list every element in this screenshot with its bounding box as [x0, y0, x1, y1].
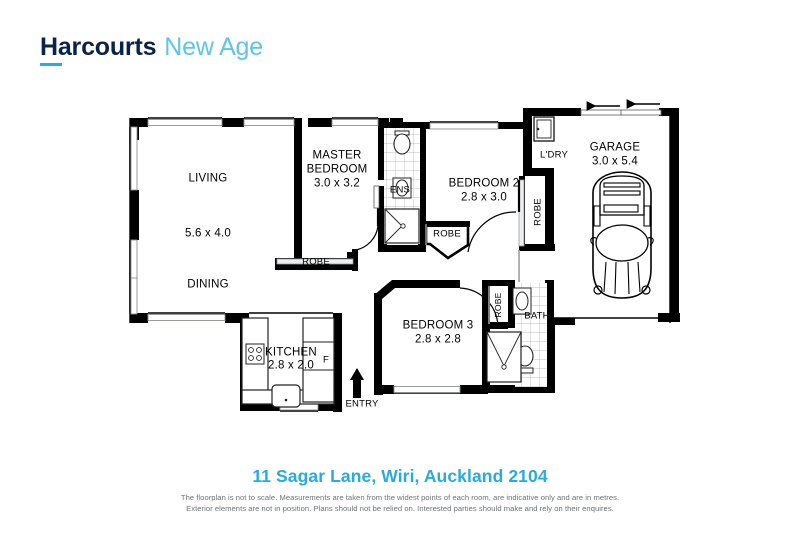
label-living-dimensions: 5.6 x 4.0 [185, 227, 231, 240]
kitchen-sink [271, 384, 301, 408]
laundry-tub [533, 116, 555, 142]
bathroom-fixtures [486, 283, 547, 387]
brand-logo: Harcourts New Age [40, 33, 263, 66]
label-bedroom-2: BEDROOM 2 [448, 177, 520, 190]
label-bedroom-3-dimensions: 2.8 x 2.8 [415, 333, 461, 346]
bath-basin [512, 287, 532, 315]
entry-arrow [350, 368, 364, 398]
ensuite-toilet [393, 130, 411, 155]
label-garage: GARAGE [589, 141, 641, 154]
label-fridge: F [322, 354, 330, 366]
kitchen-fixtures [241, 317, 335, 408]
disclaimer-line-2: Exterior elements are not in position. P… [186, 504, 614, 513]
label-master-robe: ROBE [302, 256, 330, 268]
brand-suffix: New Age [164, 33, 263, 61]
label-bedroom-3: BEDROOM 3 [402, 319, 474, 332]
disclaimer-line-1: The floorplan is not to scale. Measureme… [180, 493, 620, 502]
cooktop [245, 343, 265, 365]
label-laundry: L'DRY [540, 149, 568, 161]
label-dining: DINING [187, 278, 229, 291]
car [590, 171, 654, 299]
property-address: 11 Sagar Lane, Wiri, Auckland 2104 [252, 466, 548, 486]
windows [130, 109, 662, 411]
label-bedroom-2-robe: ROBE [433, 228, 461, 240]
brand-name: Harcourts [40, 33, 157, 61]
garage-door-arrows [586, 99, 660, 111]
label-garage-dimensions: 3.0 x 5.4 [592, 155, 638, 168]
bath-shower [486, 331, 522, 383]
label-entry: ENTRY [345, 398, 379, 410]
label-bathroom: BATH [524, 310, 550, 322]
ensuite-fixtures [384, 128, 420, 244]
ensuite-basin [392, 177, 412, 199]
label-bedroom-2-dimensions: 2.8 x 3.0 [461, 191, 507, 204]
ensuite-shower [384, 208, 420, 244]
label-kitchen-dimensions: 2.8 x 2.0 [268, 359, 314, 372]
label-living: LIVING [188, 172, 228, 185]
disclaimer: The floorplan is not to scale. Measureme… [0, 492, 800, 514]
label-bedroom-3-robe: ROBE [493, 292, 503, 318]
label-master-bedroom-line2: BEDROOM [306, 163, 368, 176]
brand-underline-accent [40, 62, 62, 66]
label-ensuite: ENS [389, 184, 411, 196]
label-bedroom-2-robe-vertical: ROBE [532, 198, 544, 226]
label-master-bedroom-dimensions: 3.0 x 3.2 [314, 177, 360, 190]
label-kitchen: KITCHEN [265, 346, 317, 359]
label-master-bedroom-line1: MASTER [312, 149, 362, 162]
